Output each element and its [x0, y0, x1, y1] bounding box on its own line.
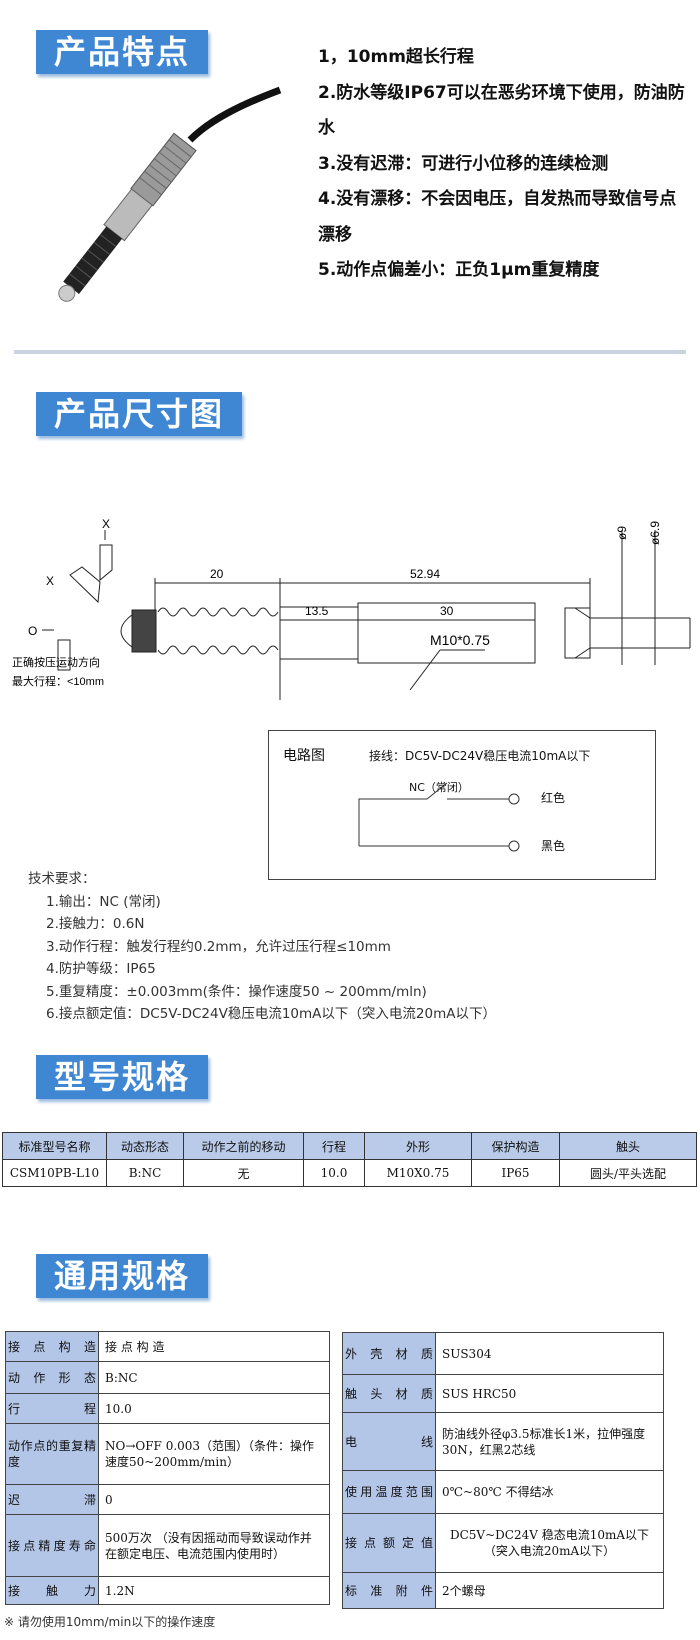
feature-list: 1，10mm超长行程 2.防水等级IP67可以在恶劣环境下使用，防油防水 3.没…	[318, 40, 688, 289]
dim-52-94: 52.94	[410, 567, 440, 581]
section-title-features: 产品特点	[36, 30, 209, 74]
table-header-row: 标准型号名称 动态形态 动作之前的移动 行程 外形 保护构造 触头	[2, 1132, 697, 1160]
direction-note: 正确按压运动方向	[12, 655, 100, 669]
tech-item: 2.接触力：0.6N	[46, 916, 145, 932]
tech-requirements: 技术要求： 1.输出：NC (常闭) 2.接触力：0.6N 3.动作行程：触发行…	[28, 868, 496, 1026]
spec-value: B:NC	[98, 1361, 330, 1394]
dim-20: 20	[210, 567, 224, 581]
footnote: ※ 请勿使用10mm/min以下的操作速度	[4, 1615, 216, 1629]
spec-value: SUS304	[435, 1332, 664, 1375]
spec-value: NO→OFF 0.003（范围）（条件：操作速度50~200mm/min）	[98, 1423, 330, 1485]
circuit-diagram: 电路图 接线：DC5V-DC24V稳压电流10mA以下 NC（常闭） 红色 黑色	[268, 730, 656, 880]
spec-value: 0℃~80℃ 不得结冰	[435, 1470, 664, 1514]
spec-key: 接点构造	[5, 1331, 99, 1362]
column-header: 动态形态	[106, 1132, 184, 1160]
column-header: 标准型号名称	[2, 1132, 107, 1160]
spec-key: 使用温度范围	[342, 1470, 436, 1514]
spec-key: 动作点的重复精度	[5, 1423, 99, 1485]
tech-title: 技术要求：	[28, 871, 96, 887]
spec-value: 2个螺母	[435, 1572, 664, 1609]
spec-value: 0	[98, 1484, 330, 1515]
spec-key: 电线	[342, 1412, 436, 1471]
column-header: 行程	[303, 1132, 365, 1160]
spec-value: 接 点 构 造	[98, 1331, 330, 1362]
x-label: X	[46, 574, 54, 588]
spec-value: 防油线外径φ3.5标准长1米，拉伸强度30N，红黑2芯线	[435, 1412, 664, 1471]
spec-key: 外壳材质	[342, 1332, 436, 1375]
spec-key: 接触力	[5, 1576, 99, 1605]
table-cell: 无	[183, 1159, 304, 1187]
spec-key: 接点精度寿命	[5, 1514, 99, 1577]
spec-value: DC5V~DC24V 稳态电流10mA以下（突入电流20mA以下）	[435, 1513, 664, 1573]
spec-key: 迟滞	[5, 1484, 99, 1515]
spec-value: 1.2N	[98, 1576, 330, 1605]
spec-key: 行程	[5, 1393, 99, 1424]
table-cell: B:NC	[106, 1159, 184, 1187]
table-row: 电线防油线外径φ3.5标准长1米，拉伸强度30N，红黑2芯线	[342, 1412, 664, 1471]
tech-item: 5.重复精度：±0.003mm(条件：操作速度50 ~ 200mm/mln)	[46, 983, 427, 1000]
x-label: X	[102, 517, 110, 531]
section-divider	[14, 350, 686, 354]
spec-value: 500万次 （没有因摇动而导致误动作并在额定电压、电流范围内使用时）	[98, 1514, 330, 1577]
circuit-wiring: 接线：DC5V-DC24V稳压电流10mA以下	[369, 749, 591, 763]
table-cell: 圆头/平头选配	[559, 1159, 697, 1187]
section-title-dimensions: 产品尺寸图	[36, 392, 243, 436]
section-title-general: 通用规格	[36, 1254, 209, 1298]
wire-black: 黑色	[541, 839, 566, 853]
table-cell: M10X0.75	[364, 1159, 472, 1187]
model-table: 标准型号名称 动态形态 动作之前的移动 行程 外形 保护构造 触头 CSM10P…	[2, 1132, 697, 1187]
dia-9: ø9	[615, 526, 629, 540]
feature-item: 3.没有迟滞：可进行小位移的连续检测	[318, 153, 609, 174]
section-title-model: 型号规格	[36, 1055, 209, 1099]
max-stroke-note: 最大行程：<10mm	[12, 674, 104, 688]
tech-item: 1.输出：NC (常闭)	[46, 893, 161, 910]
table-cell: CSM10PB-L10	[2, 1159, 107, 1187]
table-cell: IP65	[471, 1159, 560, 1187]
dia-6-9: ø6.9	[648, 521, 662, 545]
tech-item: 4.防护等级：IP65	[46, 961, 156, 977]
column-header: 外形	[364, 1132, 472, 1160]
spec-value: 10.0	[98, 1393, 330, 1424]
column-header: 保护构造	[471, 1132, 560, 1160]
spec-key: 接点额定值	[342, 1513, 436, 1573]
table-row: 接点构造接 点 构 造	[5, 1331, 330, 1362]
table-row: CSM10PB-L10 B:NC 无 10.0 M10X0.75 IP65 圆头…	[2, 1159, 697, 1187]
o-label: O	[28, 624, 37, 638]
feature-item: 5.动作点偏差小：正负1μm重复精度	[318, 260, 600, 280]
circuit-nc: NC（常闭）	[409, 781, 469, 794]
spec-value: SUS HRC50	[435, 1374, 664, 1413]
thread-label: M10*0.75	[430, 632, 490, 648]
spec-key: 触头材质	[342, 1374, 436, 1413]
product-photo	[58, 86, 282, 302]
spec-key: 标准附件	[342, 1572, 436, 1609]
tech-item: 3.动作行程：触发行程约0.2mm，允许过压行程≤10mm	[46, 938, 391, 955]
tech-item: 6.接点额定值：DC5V-DC24V稳压电流10mA以下（突入电流20mA以下）	[46, 1006, 496, 1022]
wire-red: 红色	[541, 791, 566, 805]
column-header: 触头	[559, 1132, 697, 1160]
feature-item: 2.防水等级IP67可以在恶劣环境下使用，防油防水	[318, 82, 685, 139]
table-cell: 10.0	[303, 1159, 365, 1187]
spec-key: 动作形态	[5, 1361, 99, 1394]
column-header: 动作之前的移动	[183, 1132, 304, 1160]
feature-item: 4.没有漂移：不会因电压，自发热而导致信号点漂移	[318, 189, 677, 245]
dim-30: 30	[440, 604, 454, 618]
dim-13-5: 13.5	[305, 604, 329, 618]
feature-item: 1，10mm超长行程	[318, 47, 474, 67]
dimension-drawing: 20 52.94 13.5 30 M10*0.75 ø9 ø6.9 X X O …	[12, 517, 691, 700]
circuit-title: 电路图	[283, 748, 325, 764]
